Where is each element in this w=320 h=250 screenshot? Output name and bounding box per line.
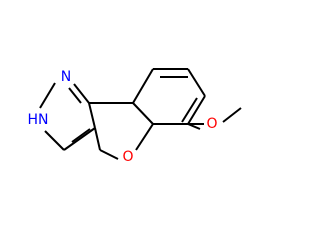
molecule-drawing: N HN O O	[28, 68, 242, 165]
bond-n2-c3	[44, 130, 65, 151]
bond-c8-c7-inner	[181, 97, 198, 123]
bond-c1-n1-inner	[68, 87, 82, 104]
bond-c8-c7	[187, 95, 206, 125]
structure-canvas: N HN O O	[27, 68, 242, 165]
bond-c9-c8	[187, 68, 206, 97]
bond-c1-n1	[73, 83, 90, 104]
atom-nh-label: HN	[28, 112, 49, 128]
bond-ch2-ch3	[222, 107, 242, 123]
bond-o5-c4	[99, 149, 119, 160]
bond-c3a-c9b	[88, 102, 96, 129]
bond-c3-c3a	[63, 127, 96, 151]
atom-ethoxy-oxygen-label: O	[206, 116, 217, 132]
bond-n1-n2	[39, 82, 56, 109]
bond-c9b-c9a	[132, 68, 154, 104]
bond-c4-c3a	[94, 127, 101, 151]
bond-c6a-c9b	[132, 102, 154, 125]
atom-n1-label: N	[61, 69, 71, 85]
atom-ring-oxygen-label: O	[122, 149, 133, 165]
bond-c6a-o5	[135, 123, 154, 151]
bond-c3-c3a-inner	[71, 128, 91, 143]
